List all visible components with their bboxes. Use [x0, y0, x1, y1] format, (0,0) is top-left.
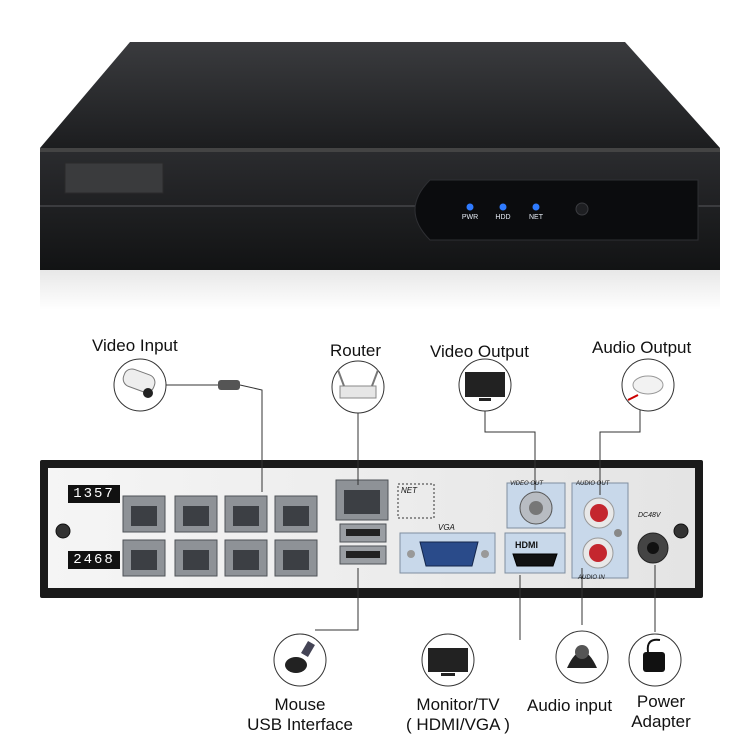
nvr-reflection [40, 270, 720, 310]
led-label-pwr: PWR [461, 214, 479, 221]
microphone-icon [555, 630, 609, 684]
callout-mouse: Mouse USB Interface [240, 695, 360, 735]
callout-power-line2: Adapter [631, 712, 691, 731]
nvr-label-plate [64, 162, 164, 194]
mouse-icon [273, 633, 327, 687]
callout-audio-output: Audio Output [592, 338, 692, 357]
nvr-led-panel [414, 179, 699, 241]
vga-port [419, 541, 479, 567]
port-numbers-bottom: 2468 [68, 551, 120, 569]
camera-icon [113, 358, 167, 412]
net-label: NET [401, 486, 417, 495]
callout-monitor-line2: ( HDMI/VGA ) [406, 715, 510, 734]
router-icon [331, 360, 385, 414]
vga-label: VGA [438, 523, 455, 532]
power-adapter-icon [628, 633, 682, 687]
power-label: DC48V [638, 512, 661, 519]
audio-in-label: AUDIO IN [578, 575, 605, 581]
speaker-icon [621, 358, 675, 412]
callout-audio-input: Audio input [527, 696, 613, 715]
callout-monitor-line1: Monitor/TV [416, 695, 500, 714]
nvr-top-surface [40, 42, 720, 148]
audio-out-label: AUDIO OUT [576, 481, 610, 487]
callout-router: Router [330, 341, 382, 360]
led-pwr [466, 203, 474, 211]
callout-monitor: Monitor/TV ( HDMI/VGA ) [398, 695, 518, 735]
hdmi-label: HDMI [515, 540, 538, 550]
port-numbers-top: 1357 [68, 485, 120, 503]
monitor-icon [421, 633, 475, 687]
callout-video-output: Video Output [430, 342, 529, 361]
hdmi-area [504, 532, 566, 574]
monitor-icon-video-out [458, 358, 512, 412]
led-label-hdd: HDD [495, 214, 511, 221]
callout-power-line1: Power [636, 692, 686, 711]
led-net [532, 203, 540, 211]
callout-power: Power Adapter [628, 692, 694, 732]
callout-lines [162, 384, 656, 640]
callout-video-input: Video Input [92, 336, 178, 355]
callout-mouse-line2: USB Interface [247, 715, 353, 734]
video-out-label: VIDEO OUT [510, 481, 544, 487]
led-label-net: NET [529, 214, 543, 221]
led-hdd [499, 203, 507, 211]
callout-mouse-line1: Mouse [274, 695, 326, 714]
hdmi-port [512, 553, 558, 567]
ir-sensor [575, 202, 589, 216]
